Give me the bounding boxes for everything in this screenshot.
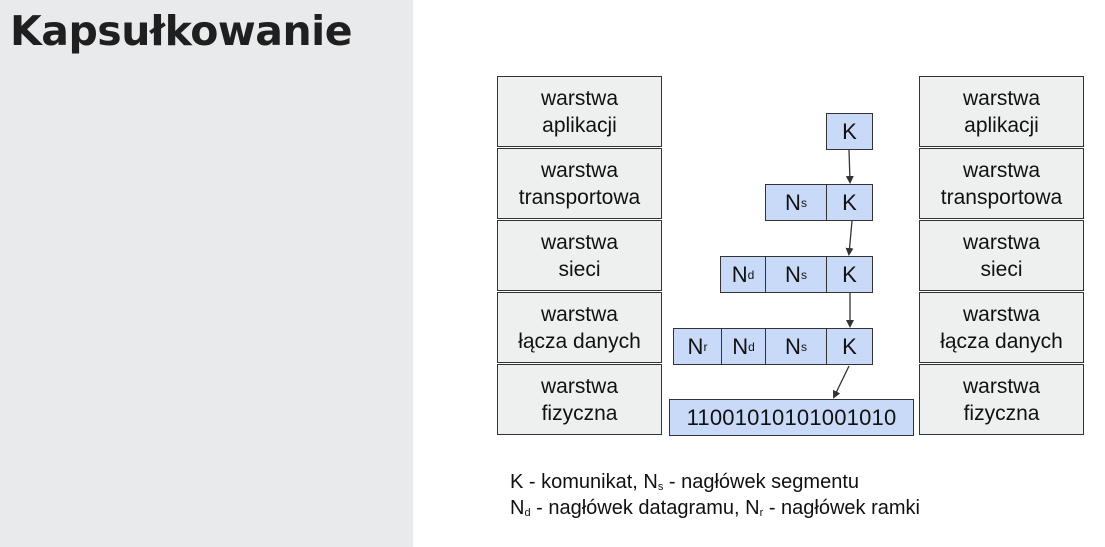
right-layer-transport: warstwa transportowa <box>919 148 1084 219</box>
right-layer-datalink: warstwa łącza danych <box>919 292 1084 363</box>
right-layer-application: warstwa aplikacji <box>919 76 1084 147</box>
layer-label-2: łącza danych <box>940 329 1063 353</box>
sidebar-panel <box>0 0 413 547</box>
layer-label-1: warstwa <box>962 230 1041 254</box>
packet-bits-physical: 11001010101001010 <box>669 399 914 436</box>
left-layer-datalink: warstwa łącza danych <box>497 292 662 363</box>
packet-k-datalink: K <box>826 328 873 365</box>
layer-label-2: fizyczna <box>541 401 618 425</box>
legend-line-2: Nd - nagłówek datagramu, Nr - nagłówek r… <box>510 497 920 519</box>
layer-label-2: sieci <box>980 257 1023 281</box>
layer-label-1: warstwa <box>962 302 1040 326</box>
layer-label-2: aplikacji <box>964 113 1039 137</box>
layer-label-2: transportowa <box>940 185 1063 209</box>
layer-label-2: transportowa <box>518 185 641 209</box>
layer-label-1: warstwa <box>962 158 1041 182</box>
left-layer-network: warstwa sieci <box>497 220 662 291</box>
arrow-transport-to-network <box>845 220 854 256</box>
layer-label-2: fizyczna <box>963 401 1040 425</box>
packet-k-app: K <box>826 113 873 150</box>
packet-k-transport: K <box>826 184 873 221</box>
layer-label-2: łącza danych <box>518 329 641 353</box>
layer-label-2: sieci <box>558 257 601 281</box>
layer-label-1: warstwa <box>540 374 619 398</box>
packet-k-network: K <box>826 256 873 293</box>
left-layer-transport: warstwa transportowa <box>497 148 662 219</box>
right-layer-network: warstwa sieci <box>919 220 1084 291</box>
arrow-app-to-transport <box>845 149 854 184</box>
layer-label-1: warstwa <box>540 86 619 110</box>
layer-label-1: warstwa <box>540 230 619 254</box>
arrow-datalink-to-physical <box>833 365 850 399</box>
left-layer-physical: warstwa fizyczna <box>497 364 662 435</box>
right-layer-physical: warstwa fizyczna <box>919 364 1084 435</box>
layer-label-1: warstwa <box>540 302 618 326</box>
legend-line-1: K - komunikat, Ns - nagłówek segmentu <box>510 471 859 493</box>
layer-label-1: warstwa <box>962 374 1041 398</box>
page-title: Kapsułkowanie <box>10 7 353 55</box>
layer-label-1: warstwa <box>962 86 1041 110</box>
layer-label-1: warstwa <box>540 158 619 182</box>
layer-label-2: aplikacji <box>542 113 617 137</box>
left-layer-application: warstwa aplikacji <box>497 76 662 147</box>
